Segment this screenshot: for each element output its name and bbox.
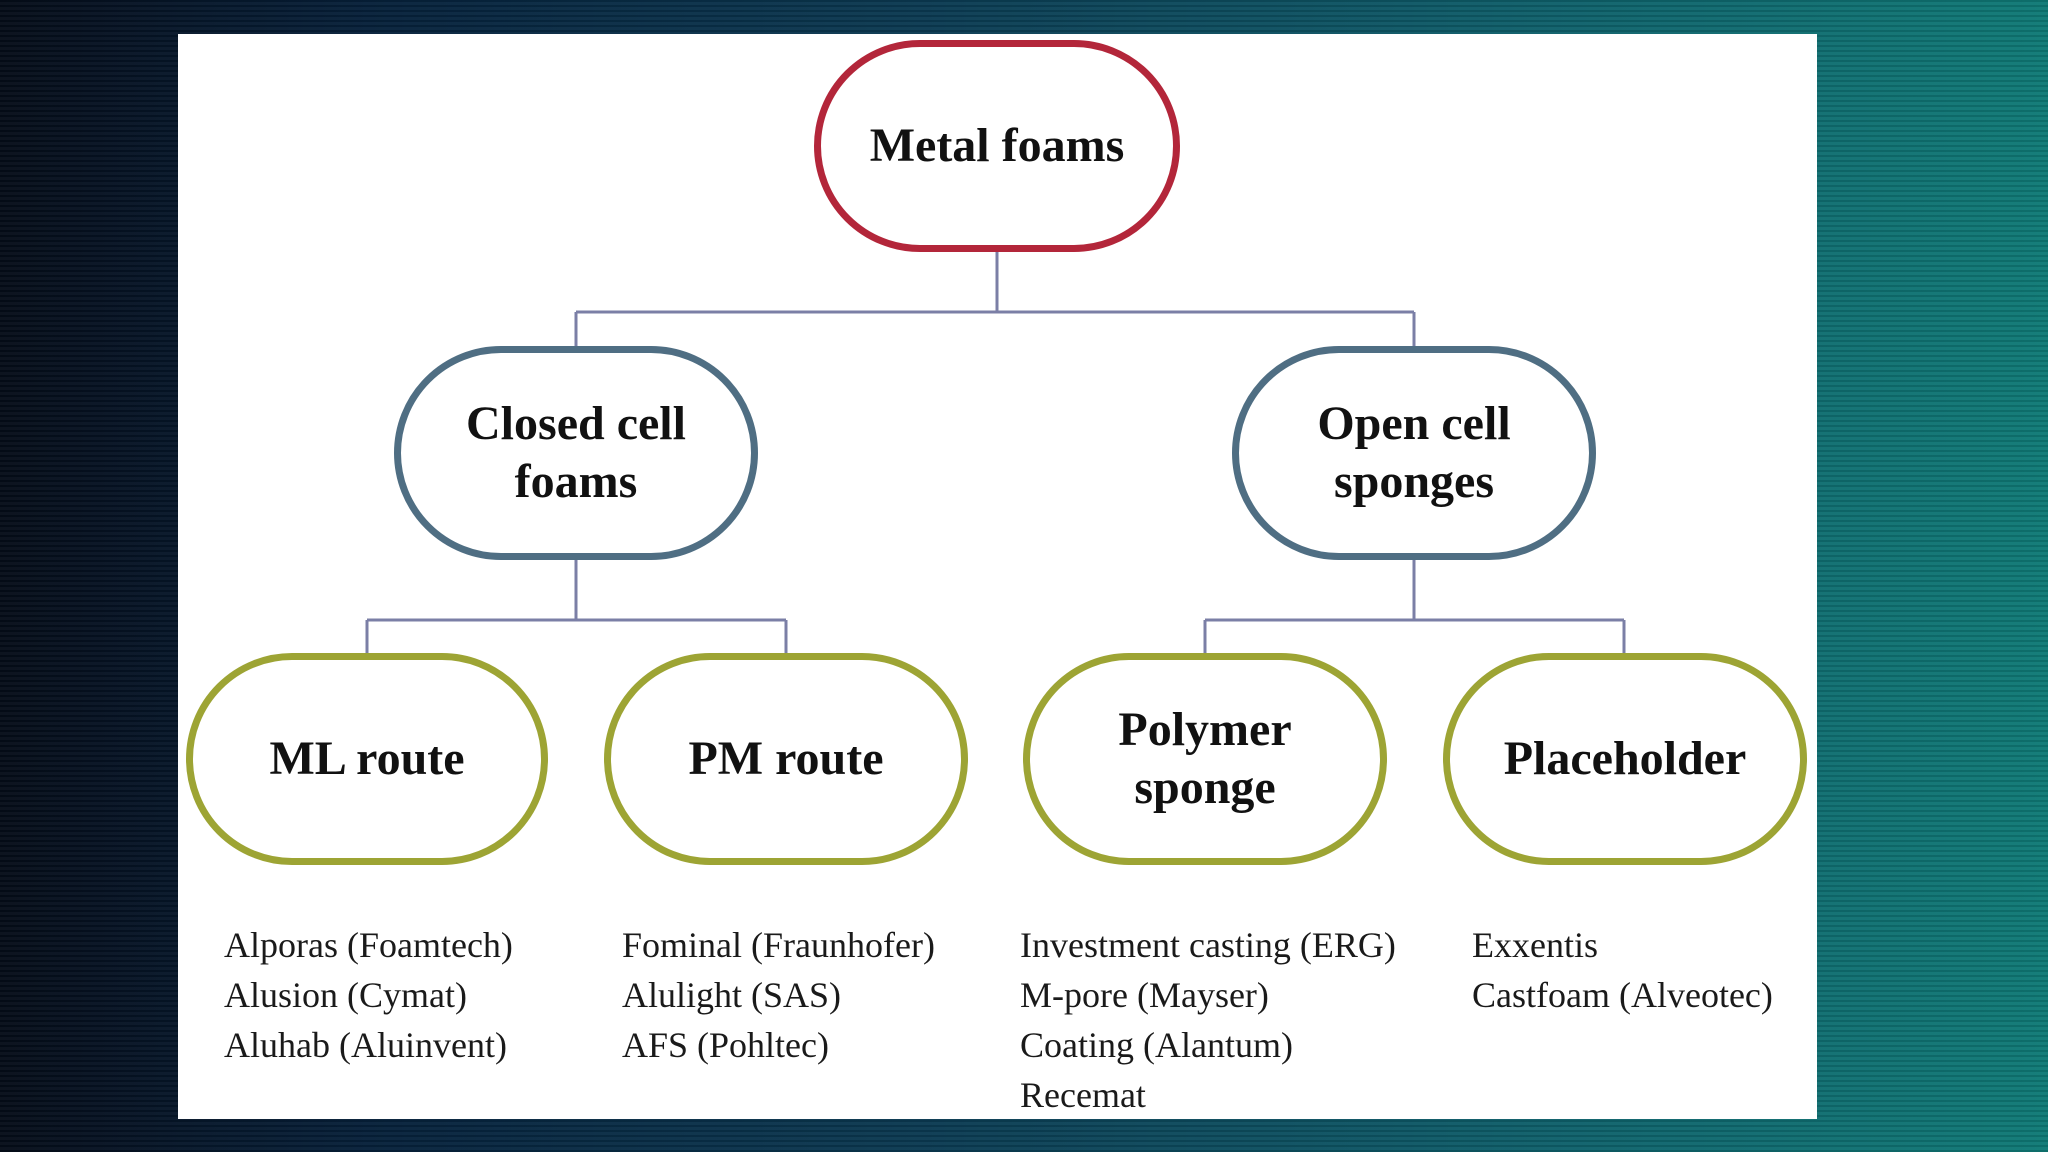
node-closed-cell-line1: Closed cell	[466, 397, 686, 451]
example-item: Investment casting (ERG)	[1020, 925, 1396, 965]
example-item: Coating (Alantum)	[1020, 1025, 1293, 1065]
node-metal-foams: Metal foams	[814, 40, 1180, 252]
node-closed-cell-foams: Closed cell foams	[394, 346, 758, 560]
node-open-cell-line2: sponges	[1333, 455, 1495, 508]
example-item: Castfoam (Alveotec)	[1472, 975, 1773, 1015]
diagram-slide: Metal foams Closed cell foams Open cell …	[178, 34, 1817, 1119]
node-polymer-line2: sponge	[1134, 761, 1276, 814]
examples-polymer-sponge: Investment casting (ERG) M-pore (Mayser)…	[1020, 920, 1396, 1120]
example-item: Alulight (SAS)	[622, 975, 842, 1015]
node-pm-route: PM route	[604, 653, 968, 865]
node-ml-route-label: ML route	[269, 732, 465, 786]
node-placeholder-label: Placeholder	[1503, 732, 1747, 786]
examples-pm-route: Fominal (Fraunhofer) Alulight (SAS) AFS …	[622, 920, 935, 1070]
example-item: Exxentis	[1472, 925, 1598, 965]
example-item: Alporas (Foamtech)	[224, 925, 513, 965]
node-polymer-sponge: Polymer sponge	[1023, 653, 1387, 865]
example-item: Aluhab (Aluinvent)	[224, 1025, 507, 1065]
node-placeholder: Placeholder	[1443, 653, 1807, 865]
node-closed-cell-line2: foams	[514, 455, 638, 508]
node-polymer-line1: Polymer	[1118, 703, 1292, 757]
node-pm-route-label: PM route	[688, 732, 884, 786]
examples-ml-route: Alporas (Foamtech) Alusion (Cymat) Aluha…	[224, 920, 513, 1070]
example-item: M-pore (Mayser)	[1020, 975, 1269, 1015]
connector-lines	[365, 248, 1626, 655]
examples-placeholder: Exxentis Castfoam (Alveotec)	[1472, 920, 1773, 1020]
example-item: Fominal (Fraunhofer)	[622, 925, 935, 965]
example-item: Recemat	[1020, 1075, 1146, 1115]
node-ml-route: ML route	[186, 653, 548, 865]
node-open-cell-line1: Open cell	[1317, 397, 1511, 451]
node-metal-foams-label: Metal foams	[869, 119, 1125, 173]
node-open-cell-sponges: Open cell sponges	[1232, 346, 1596, 560]
example-item: AFS (Pohltec)	[622, 1025, 829, 1065]
example-item: Alusion (Cymat)	[224, 975, 467, 1015]
